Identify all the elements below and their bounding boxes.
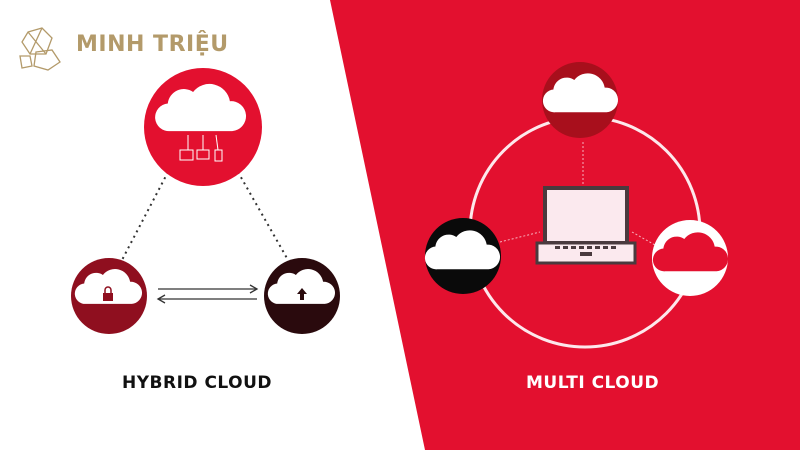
multi-cloud-right-node [652,220,729,296]
multi-cloud-top-node [542,62,619,138]
brand-logo-text: MINH TRIỆU [76,32,229,57]
multi-cloud-left-node [424,218,501,294]
multi-cloud-title: MULTI CLOUD [526,373,660,393]
laptop-icon [535,186,637,265]
public-cloud-upload-node [264,258,340,334]
multi-connectors [499,142,656,246]
logo-gem-icon [19,27,61,71]
sync-arrows-icon [156,284,259,304]
hybrid-connectors [121,171,289,261]
hybrid-main-cloud-node [144,68,262,186]
lock-icon [103,293,113,301]
hybrid-cloud-title: HYBRID CLOUD [122,373,273,393]
private-cloud-lock-node [71,258,147,334]
devices-icon [179,134,223,162]
upload-arrow-icon [297,288,307,300]
